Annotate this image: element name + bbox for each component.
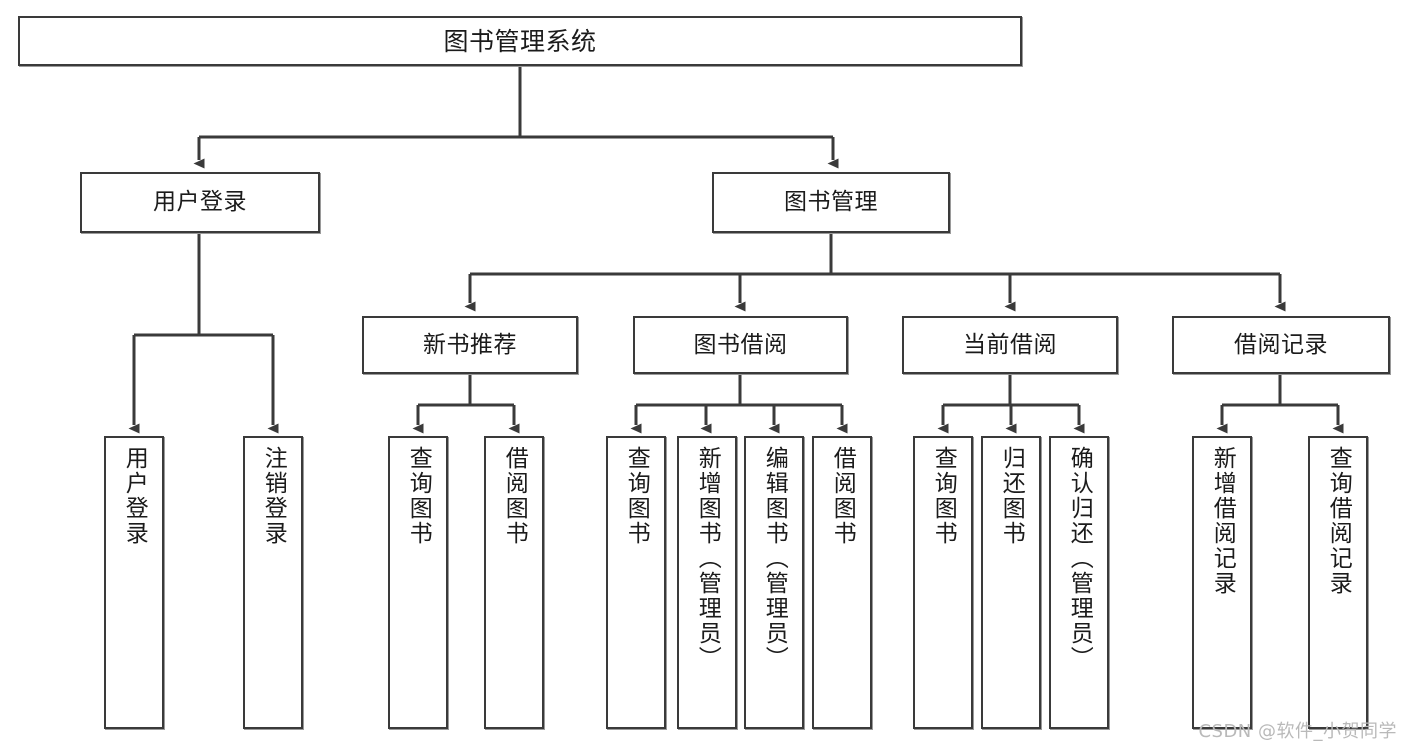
- node-book-management[interactable]: 图书管理: [712, 172, 950, 233]
- node-borrow-record[interactable]: 借阅记录: [1172, 316, 1390, 374]
- node-label: 新增图书（管理员）: [694, 446, 721, 671]
- node-label: 借阅图书: [501, 446, 528, 546]
- node-label: 查询借阅记录: [1325, 446, 1352, 596]
- node-new-book-recommend[interactable]: 新书推荐: [362, 316, 578, 374]
- node-label: 确认归还（管理员）: [1066, 446, 1093, 671]
- node-leaf-edit-book[interactable]: 编辑图书（管理员）: [744, 436, 804, 729]
- node-label: 图书管理系统: [443, 26, 597, 56]
- node-leaf-add-book[interactable]: 新增图书（管理员）: [677, 436, 737, 729]
- node-user-login[interactable]: 用户登录: [80, 172, 320, 233]
- node-leaf-user-login[interactable]: 用户登录: [104, 436, 164, 729]
- node-label: 查询图书: [623, 446, 650, 546]
- node-leaf-add-borrow-record[interactable]: 新增借阅记录: [1192, 436, 1252, 729]
- node-label: 归还图书: [998, 446, 1025, 546]
- node-label: 编辑图书（管理员）: [761, 446, 788, 671]
- node-leaf-logout-login[interactable]: 注销登录: [243, 436, 303, 729]
- node-label: 查询图书: [405, 446, 432, 546]
- node-leaf-borrow-book[interactable]: 借阅图书: [812, 436, 872, 729]
- node-leaf-query-book-recommend[interactable]: 查询图书: [388, 436, 448, 729]
- node-leaf-query-book-current[interactable]: 查询图书: [913, 436, 973, 729]
- node-leaf-query-borrow-record[interactable]: 查询借阅记录: [1308, 436, 1368, 729]
- node-leaf-borrow-book-recommend[interactable]: 借阅图书: [484, 436, 544, 729]
- node-book-management-system[interactable]: 图书管理系统: [18, 16, 1022, 66]
- node-label: 注销登录: [260, 446, 287, 546]
- node-label: 图书借阅: [693, 331, 788, 358]
- node-label: 当前借阅: [963, 331, 1057, 358]
- node-label: 借阅记录: [1234, 331, 1328, 358]
- node-label: 借阅图书: [829, 446, 856, 546]
- node-label: 新书推荐: [423, 331, 517, 358]
- node-label: 图书管理: [784, 189, 878, 216]
- node-label: 查询图书: [930, 446, 957, 546]
- node-label: 新增借阅记录: [1209, 446, 1236, 596]
- node-leaf-confirm-return[interactable]: 确认归还（管理员）: [1049, 436, 1109, 729]
- node-current-borrow[interactable]: 当前借阅: [902, 316, 1118, 374]
- csdn-watermark: CSDN @软件_小贺同学: [1198, 721, 1397, 742]
- node-label: 用户登录: [121, 446, 148, 546]
- node-leaf-query-book-borrow[interactable]: 查询图书: [606, 436, 666, 729]
- node-leaf-return-book[interactable]: 归还图书: [981, 436, 1041, 729]
- node-book-borrow[interactable]: 图书借阅: [633, 316, 848, 374]
- node-label: 用户登录: [153, 189, 247, 216]
